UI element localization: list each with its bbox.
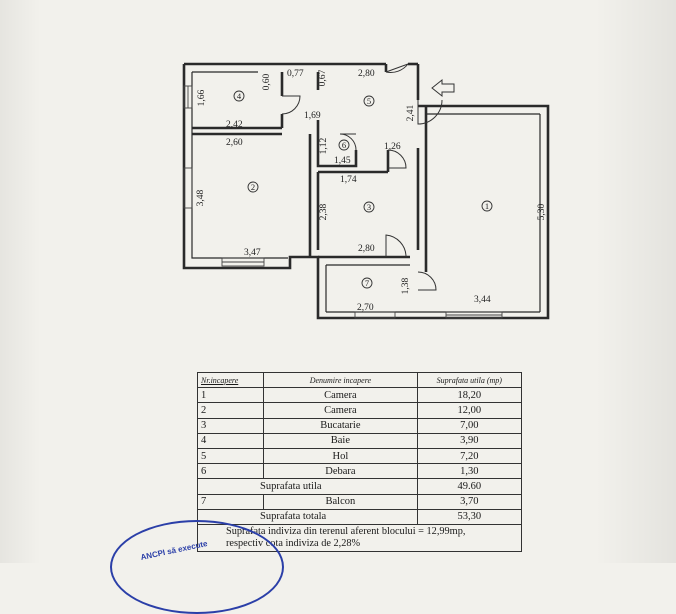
- dim-label: 0,67: [318, 69, 328, 86]
- dim-label: 0,77: [287, 69, 304, 79]
- dim-label: 2,80: [358, 69, 375, 79]
- ancpi-stamp: ANCPI să execute: [110, 520, 284, 614]
- svg-text:1: 1: [485, 201, 489, 211]
- floor-plan: 0,60 0,77 0,67 2,80 1,66 2,41 1,69 2,42 …: [182, 62, 550, 320]
- header-nr: Nr.incapere: [196, 371, 265, 389]
- dim-label: 1,74: [340, 175, 357, 185]
- room-area-table: Nr.incapere Denumire incapere Suprafata …: [196, 371, 523, 552]
- useful-area-value: 49.60: [416, 478, 523, 495]
- cell-area: 7,20: [416, 447, 523, 465]
- svg-text:3: 3: [367, 202, 371, 212]
- table-row: 3 Bucatarie 7,00: [196, 417, 523, 434]
- dim-label: 1,12: [319, 137, 329, 154]
- cell-nr: 6: [196, 463, 265, 480]
- cell-area: 7,00: [416, 417, 523, 434]
- room-numbers: 1 2 3 4 5 6 7: [233, 90, 493, 289]
- dim-label: 1,69: [304, 111, 321, 121]
- cell-name: Camera: [263, 402, 418, 419]
- room-number-badge: 3: [363, 201, 375, 213]
- entrance-arrow-icon: [431, 78, 455, 98]
- dim-label: 3,47: [244, 248, 261, 258]
- room-number-badge: 4: [233, 90, 245, 102]
- header-name: Denumire incapere: [263, 371, 418, 389]
- dim-label: 1,66: [197, 89, 207, 106]
- cell-area: 3,70: [416, 493, 523, 510]
- cell-name: Bucatarie: [263, 417, 418, 434]
- doors: [281, 63, 443, 291]
- dim-label: 0,60: [262, 73, 272, 90]
- dim-label: 1,45: [334, 156, 351, 166]
- table-row: 5 Hol 7,20: [196, 447, 523, 465]
- note-line-2: respectiv cota indiviza de 2,28%: [226, 537, 361, 549]
- table-header-row: Nr.incapere Denumire incapere Suprafata …: [196, 371, 523, 389]
- windows: [183, 85, 503, 319]
- cell-area: 18,20: [416, 387, 523, 404]
- table-row: 6 Debara 1,30: [196, 463, 523, 480]
- dim-label: 5,30: [537, 203, 547, 220]
- cell-area: 1,30: [416, 463, 523, 480]
- room-number-badge: 2: [247, 181, 259, 193]
- svg-text:4: 4: [237, 91, 242, 101]
- table-row: 4 Baie 3,90: [196, 432, 523, 449]
- svg-text:5: 5: [367, 96, 371, 106]
- room-number-badge: 1: [481, 200, 493, 212]
- note-line-1: Suprafata indiviza din terenul aferent b…: [226, 525, 466, 537]
- dim-label: 2,38: [319, 203, 329, 220]
- useful-area-label: Suprafata utila: [197, 478, 418, 495]
- walls: [182, 62, 550, 320]
- table-row: 2 Camera 12,00: [196, 402, 523, 419]
- cell-nr: 5: [196, 447, 265, 465]
- dim-label: 2,41: [406, 104, 416, 121]
- cell-nr: 4: [196, 432, 265, 449]
- cell-area: 3,90: [416, 432, 523, 449]
- room-number-badge: 7: [361, 277, 373, 289]
- useful-area-row: Suprafata utila 49.60: [197, 478, 523, 495]
- dim-label: 1,38: [401, 277, 411, 294]
- svg-text:6: 6: [342, 140, 346, 150]
- cell-nr: 2: [196, 402, 265, 419]
- cell-name: Debara: [263, 463, 418, 480]
- dim-label: 2,42: [226, 120, 243, 130]
- total-area-row: Suprafata totala 53,30: [197, 508, 523, 525]
- cell-nr: 3: [196, 417, 265, 434]
- cell-name: Baie: [263, 432, 418, 449]
- stamp-text: ANCPI să execute: [139, 539, 209, 562]
- dim-label: 2,70: [357, 303, 374, 313]
- table-row: 1 Camera 18,20: [196, 387, 523, 404]
- balcony-row: 7 Balcon 3,70: [196, 493, 523, 510]
- svg-text:2: 2: [251, 182, 255, 192]
- room-number-badge: 5: [363, 95, 375, 107]
- svg-text:7: 7: [365, 278, 369, 288]
- dimension-labels: 0,60 0,77 0,67 2,80 1,66 2,41 1,69 2,42 …: [196, 69, 547, 313]
- total-area-value: 53,30: [416, 508, 523, 525]
- room-number-badge: 6: [338, 139, 350, 151]
- dim-label: 2,60: [226, 138, 243, 148]
- cell-area: 12,00: [416, 402, 523, 419]
- dim-label: 3,48: [196, 189, 206, 206]
- total-area-label: Suprafata totala: [197, 508, 418, 525]
- header-area: Suprafata utila (mp): [416, 371, 523, 389]
- cell-nr: 7: [196, 493, 265, 510]
- cell-nr: 1: [196, 387, 265, 404]
- dim-label: 2,80: [358, 244, 375, 254]
- cell-name: Hol: [263, 447, 418, 465]
- dim-label: 1,26: [384, 142, 401, 152]
- dim-label: 3,44: [474, 295, 491, 305]
- cell-name: Camera: [263, 387, 418, 404]
- cell-name: Balcon: [263, 493, 418, 510]
